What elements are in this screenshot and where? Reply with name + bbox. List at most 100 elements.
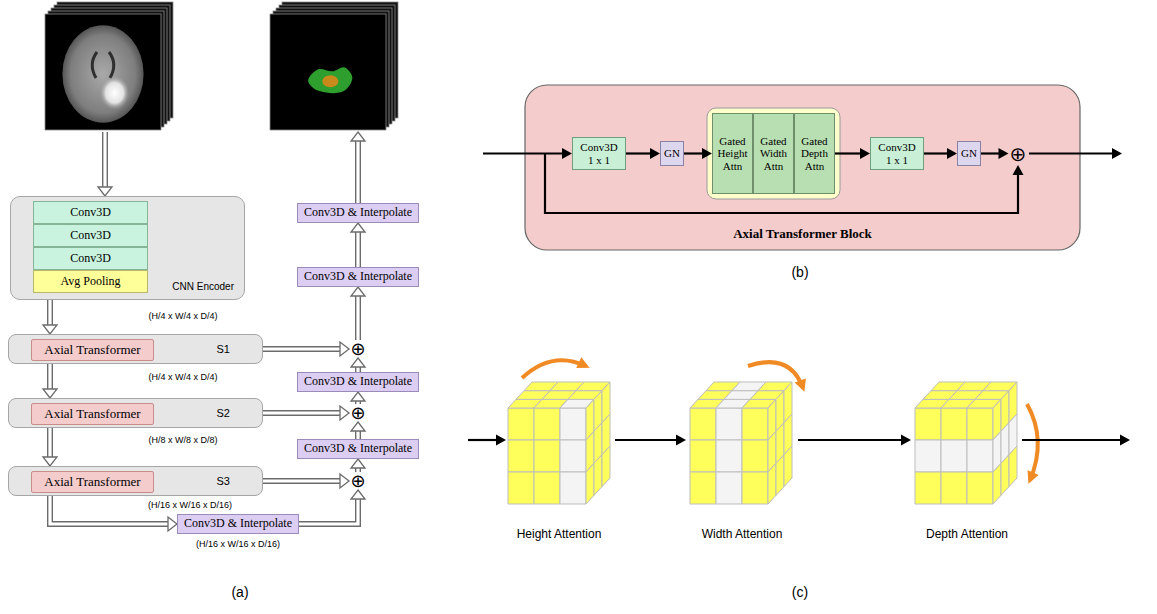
voxel [508, 472, 534, 504]
dimension-label: (H/4 x W/4 x D/4) [148, 372, 217, 382]
attended-voxel [716, 440, 742, 472]
arrow-outline [47, 364, 53, 390]
arrowhead [562, 148, 572, 159]
encoder-box: CNN EncoderConv3DConv3DConv3DAvg Pooling [10, 196, 245, 300]
rotation-arrowhead [1028, 470, 1039, 483]
attended-voxel [560, 440, 586, 472]
connector-arrow [684, 148, 712, 159]
node-label: Axial Transformer Block [733, 227, 872, 242]
arrowhead [947, 148, 957, 159]
ventricle [109, 52, 114, 78]
arrowhead [340, 406, 349, 420]
mri-input-stack [45, 2, 173, 130]
voxel [776, 455, 784, 496]
voxel [742, 472, 768, 504]
stage-box: S1Axial Transformer [8, 334, 263, 364]
arrowhead [351, 459, 365, 468]
node-label: Gated Height Attn [714, 135, 751, 173]
gated-attention-box: Gated Height Attn [712, 113, 753, 194]
label-slot: (H/16 x W/16 x D/16) [196, 539, 280, 549]
label-slot: (b) [791, 264, 808, 280]
node-label: Conv3D 1 x 1 [877, 141, 917, 166]
arrowhead [999, 148, 1009, 159]
axial-transformer-box: Axial Transformer [31, 471, 154, 493]
node-label: Conv3D [70, 252, 111, 266]
rotation-arc [522, 360, 586, 378]
sum-symbol: ⊕ [350, 404, 365, 422]
attended-voxel [560, 408, 586, 440]
voxel [967, 408, 993, 440]
arrow-core [48, 428, 51, 458]
connector-arrow [835, 148, 870, 159]
group-norm-box: GN [660, 141, 684, 166]
depth-attention-cube [915, 382, 1017, 504]
arrow-line [981, 152, 1000, 154]
gated-attention-group [707, 108, 840, 199]
connector-arrow [351, 422, 365, 439]
stack-front-slice [270, 14, 386, 130]
arrow-line [1022, 439, 1121, 441]
conv-interpolate-box: Conv3D & Interpolate [297, 439, 419, 459]
voxel [915, 408, 941, 440]
voxel [508, 440, 534, 472]
tumor-mask [308, 67, 352, 93]
arrow-outline [355, 295, 361, 340]
attended-voxel [941, 440, 967, 472]
arrowhead [351, 223, 365, 232]
stack-front-slice [45, 14, 161, 130]
node-label: Height Attention [517, 528, 602, 542]
arrow-line [483, 152, 563, 154]
connector-arrow [263, 474, 349, 488]
tumor-core-mask [322, 75, 338, 87]
rotation-arrowhead [795, 378, 806, 391]
node-label: Depth Attention [926, 528, 1008, 542]
axial-block-panel: Axial Transformer Block Conv3D 1 x 1 GN Gat… [525, 85, 1080, 250]
tumor-region [100, 76, 130, 110]
node-label: Conv3D [70, 229, 111, 243]
node-label: Gated Depth Attn [796, 135, 833, 173]
connector-arrow [924, 148, 957, 159]
arrow-core [356, 295, 359, 340]
node-label: Conv3D & Interpolate [184, 517, 292, 531]
arrow-core [299, 498, 358, 524]
voxel [1009, 446, 1017, 487]
node-label: Axial Transformer [44, 343, 140, 358]
gated-attention-box: Gated Depth Attn [794, 113, 835, 194]
node-label: Conv3D & Interpolate [304, 270, 412, 284]
node-label: GN [664, 147, 680, 160]
node-label: S3 [217, 475, 230, 488]
attended-voxel [716, 472, 742, 504]
arrowhead [98, 187, 112, 196]
arrow-line [468, 439, 497, 441]
dimension-label: (H/4 x W/4 x D/4) [148, 311, 217, 321]
node-label: Gated Width Attn [755, 135, 792, 173]
arrowhead [351, 392, 365, 401]
arrowhead [351, 358, 365, 367]
node-label: Axial Transformer [44, 475, 140, 490]
conv-interpolate-box: Conv3D & Interpolate [297, 267, 419, 287]
connector-arrow [351, 459, 365, 472]
rotation-arrow [748, 362, 806, 392]
arrow-line [615, 439, 677, 441]
connector-arrow [43, 364, 57, 398]
label-slot: (H/16 x W/16 x D/16) [148, 500, 232, 510]
voxel [941, 408, 967, 440]
arrowhead [351, 422, 365, 431]
arrow-line [798, 439, 902, 441]
arrow-outline [47, 428, 53, 458]
conv1x1-box: Conv3D 1 x 1 [572, 137, 626, 170]
connector-arrow [351, 287, 365, 340]
label-slot: (H/8 x W/8 x D/8) [148, 435, 217, 445]
node-label: GN [961, 147, 977, 160]
dimension-label: (H/16 x W/16 x D/16) [148, 500, 232, 510]
conv3d-layer: Conv3D [33, 247, 148, 270]
conv-interpolate-box: Conv3D & Interpolate [297, 203, 419, 223]
arrow-line [924, 152, 948, 154]
voxel [993, 463, 1001, 504]
voxel [784, 446, 792, 487]
arrowhead [43, 389, 57, 398]
input-arrow [98, 132, 112, 196]
panel-label: (a) [231, 584, 248, 600]
sum-node: ⊕ [349, 340, 367, 358]
